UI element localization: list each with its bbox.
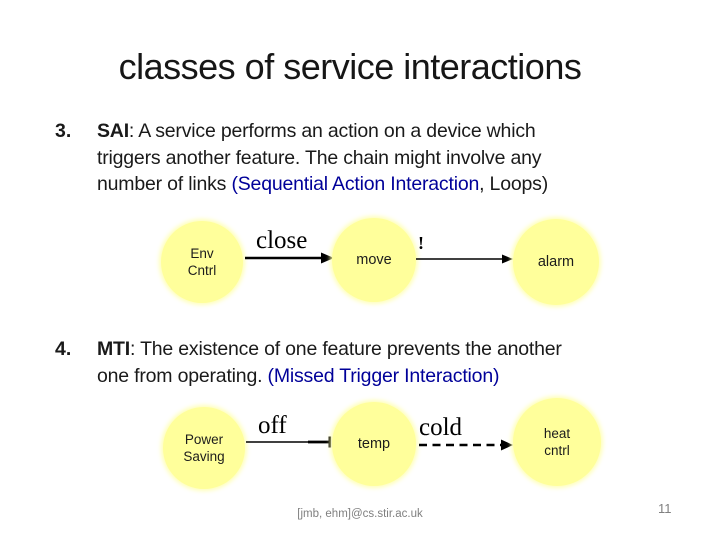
item-4-line2-pre: one from operating. <box>97 364 268 387</box>
item-4-line1: : The existence of one feature prevents … <box>129 338 562 360</box>
node-move: move <box>332 218 416 302</box>
edge-label-cold: cold <box>419 414 463 441</box>
item-3-number: 3. <box>55 120 72 142</box>
item-3-link-text: (Sequential Action Interaction <box>231 173 480 195</box>
node-power-saving-line2: Saving <box>183 449 225 464</box>
item-3-line3-post: , Loops) <box>479 173 548 195</box>
item-4-link-text: (Missed Trigger Interaction) <box>267 364 500 387</box>
item-4-text: MTI: The existence of one feature preven… <box>97 336 562 389</box>
item-3-line3-pre: number of links <box>97 173 232 195</box>
cold-dashed-arrow <box>419 439 513 451</box>
node-alarm: alarm <box>513 219 599 305</box>
node-temp: temp <box>332 402 416 486</box>
close-arrow <box>245 252 334 264</box>
node-heat-cntrl-line1: heat <box>543 426 571 441</box>
node-env-cntrl-line1: Env <box>190 246 214 261</box>
node-heat-cntrl: heat cntrl <box>513 398 601 486</box>
item-3-term: SAI <box>97 120 129 142</box>
off-inhibit-line <box>246 436 332 448</box>
edge-label-close: close <box>256 227 308 254</box>
node-heat-cntrl-line2: cntrl <box>544 443 570 458</box>
page-number: 11 <box>658 501 672 516</box>
node-move-label: move <box>356 251 392 268</box>
node-power-saving-line1: Power <box>184 432 224 447</box>
node-temp-label: temp <box>357 435 391 452</box>
node-env-cntrl-line2: Cntrl <box>187 263 217 278</box>
item-3-line1: : A service performs an action on a devi… <box>128 120 536 142</box>
item-4-term: MTI <box>97 338 130 360</box>
edge-label-exclamation: ! <box>418 233 424 253</box>
slide-title: classes of service interactions <box>118 46 582 87</box>
move-alarm-arrow <box>416 254 513 264</box>
node-env-cntrl: Env Cntrl <box>161 221 243 303</box>
footer-credit: [jmb, ehm]@cs.stir.ac.uk <box>297 508 423 520</box>
node-alarm-label: alarm <box>537 253 575 270</box>
node-power-saving: Power Saving <box>163 407 245 489</box>
item-3-text: SAI: A service performs an action on a d… <box>97 118 548 198</box>
item-4-number: 4. <box>55 338 72 360</box>
edge-label-off: off <box>258 412 287 439</box>
item-3-line2: triggers another feature. The chain migh… <box>97 146 542 169</box>
